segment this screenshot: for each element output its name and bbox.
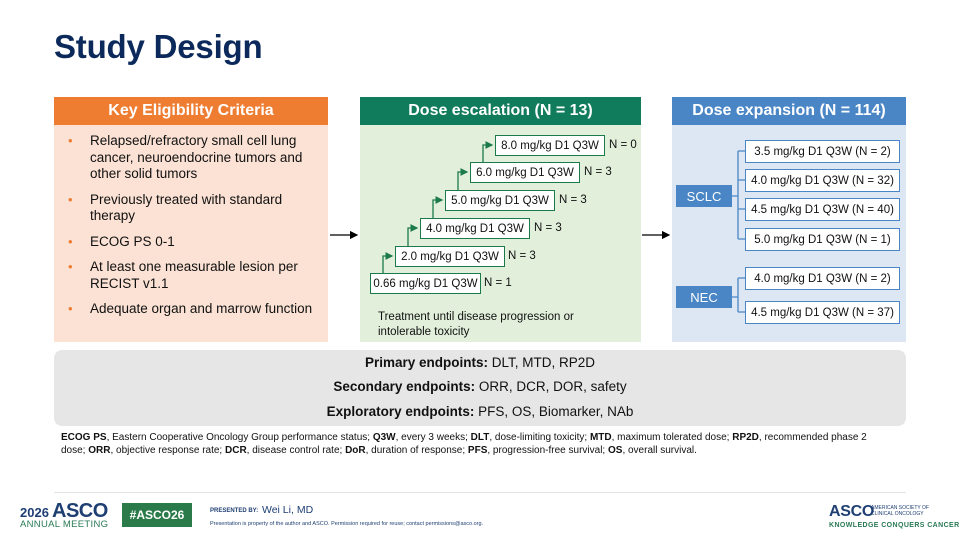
- dose-step-n: N = 1: [484, 277, 512, 289]
- eligibility-header: Key Eligibility Criteria: [54, 97, 328, 125]
- dose-step-box: 8.0 mg/kg D1 Q3W: [495, 135, 605, 156]
- dose-step-n: N = 3: [534, 222, 562, 234]
- eligibility-item: •Previously treated with standard therap…: [68, 191, 283, 224]
- nec-arm: 4.0 mg/kg D1 Q3W (N = 2): [745, 267, 900, 290]
- eligibility-item: •ECOG PS 0-1: [68, 233, 175, 249]
- sclc-arm: 4.0 mg/kg D1 Q3W (N = 32): [745, 169, 900, 192]
- eligibility-item: •At least one measurable lesion per RECI…: [68, 259, 298, 291]
- property-notice: Presentation is property of the author a…: [210, 521, 484, 527]
- hashtag-badge: #ASCO26: [122, 503, 192, 527]
- dose-step-box: 0.66 mg/kg D1 Q3W: [370, 273, 481, 294]
- presented-by-label: PRESENTED BY:: [210, 508, 259, 514]
- primary-endpoints: Primary endpoints: DLT, MTD, RP2D: [364, 355, 596, 370]
- presenter-name: Wei Li, MD: [262, 504, 314, 516]
- eligibility-item: •Relapsed/refractory small cell lung can…: [68, 133, 303, 181]
- dose-step-n: N = 3: [584, 166, 612, 178]
- eligibility-list: •Relapsed/refractory small cell lung can…: [66, 133, 322, 327]
- eligibility-item: •Adequate organ and marrow function: [68, 301, 313, 316]
- bullet-icon: •: [68, 259, 73, 274]
- secondary-endpoints: Secondary endpoints: ORR, DCR, DOR, safe…: [333, 379, 627, 394]
- exploratory-endpoints: Exploratory endpoints: PFS, OS, Biomarke…: [326, 404, 634, 419]
- dose-step-n: N = 3: [508, 250, 536, 262]
- endpoints-panel: Primary endpoints: DLT, MTD, RP2D Second…: [54, 350, 906, 426]
- nec-cohort-tag: NEC: [676, 286, 732, 308]
- slide-title: Study Design: [54, 28, 263, 65]
- bullet-icon: •: [68, 301, 73, 316]
- dose-step-box: 5.0 mg/kg D1 Q3W: [445, 190, 555, 211]
- dose-step-n: N = 0: [609, 139, 637, 151]
- bullet-icon: •: [68, 191, 73, 207]
- abbreviations-footnote: ECOG PS, Eastern Cooperative Oncology Gr…: [61, 432, 867, 456]
- sclc-arm: 4.5 mg/kg D1 Q3W (N = 40): [745, 198, 900, 221]
- asco-tagline: KNOWLEDGE CONQUERS CANCER: [829, 522, 960, 529]
- sclc-arm: 3.5 mg/kg D1 Q3W (N = 2): [745, 140, 900, 163]
- bullet-icon: •: [68, 233, 73, 249]
- sclc-cohort-tag: SCLC: [676, 185, 732, 207]
- meeting-logo: ASCO: [52, 500, 108, 522]
- sclc-arm: 5.0 mg/kg D1 Q3W (N = 1): [745, 228, 900, 251]
- bullet-icon: •: [68, 133, 73, 148]
- dose-step-box: 6.0 mg/kg D1 Q3W: [470, 162, 580, 183]
- nec-arm: 4.5 mg/kg D1 Q3W (N = 37): [745, 301, 900, 324]
- dose-step-box: 2.0 mg/kg D1 Q3W: [395, 246, 505, 267]
- dose-step-box: 4.0 mg/kg D1 Q3W: [420, 218, 530, 239]
- asco-logo-subtitle: AMERICAN SOCIETY OF CLINICAL ONCOLOGY: [871, 505, 929, 517]
- meeting-subtitle: ANNUAL MEETING: [20, 519, 109, 530]
- asco-logo: ASCO: [829, 503, 875, 520]
- dose-step-n: N = 3: [559, 194, 587, 206]
- escalation-note: Treatment until disease progression or i…: [378, 311, 574, 338]
- footer-divider: [54, 492, 906, 493]
- meeting-year: 2026: [20, 505, 49, 520]
- escalation-header: Dose escalation (N = 13): [360, 97, 641, 125]
- eligibility-panel: •Relapsed/refractory small cell lung can…: [54, 125, 328, 342]
- expansion-header: Dose expansion (N = 114): [672, 97, 906, 125]
